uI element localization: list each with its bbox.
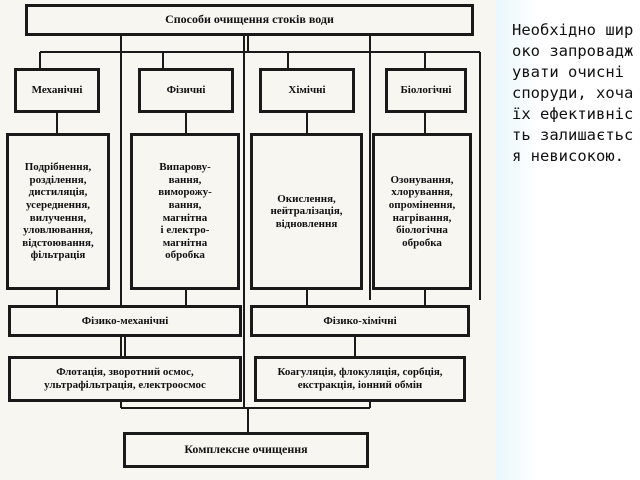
category-biological: Біологічні bbox=[385, 68, 467, 113]
combined-physico-mechanical: Фізико-механічні bbox=[8, 305, 242, 337]
connector-lines bbox=[39, 36, 481, 432]
diagram-title: Способи очищення стоків води bbox=[165, 12, 334, 27]
combined-methods-mechanical: Флотація, зворотний осмос, ультрафільтра… bbox=[8, 356, 242, 402]
combined-physico-chemical: Фізико-хімічні bbox=[250, 305, 470, 337]
side-panel bbox=[496, 0, 640, 480]
title-box: Способи очищення стоків води bbox=[25, 4, 474, 36]
side-note-text: Необхідно широко запроваджувати очисні с… bbox=[512, 21, 634, 165]
combined-methods-chemical: Коагуляція, флокуляція, сорбція, екстрак… bbox=[254, 356, 466, 402]
category-physical: Фізичні bbox=[138, 68, 234, 113]
final-box: Комплексне очищення bbox=[123, 432, 369, 468]
methods-biological: Озонування, хлорування, опромінення, наг… bbox=[372, 133, 472, 290]
diagram: Способи очищення стоків води Механічні Ф… bbox=[0, 0, 496, 480]
methods-physical: Випарову- вання, виморожу- вання, магніт… bbox=[130, 133, 240, 290]
methods-mechanical: Подрібнення, розділення, дистиляція, усе… bbox=[6, 133, 110, 290]
methods-chemical: Окислення, нейтралізація, відновлення bbox=[250, 133, 363, 290]
category-mechanical: Механічні bbox=[14, 68, 100, 113]
category-chemical: Хімічні bbox=[259, 68, 355, 113]
